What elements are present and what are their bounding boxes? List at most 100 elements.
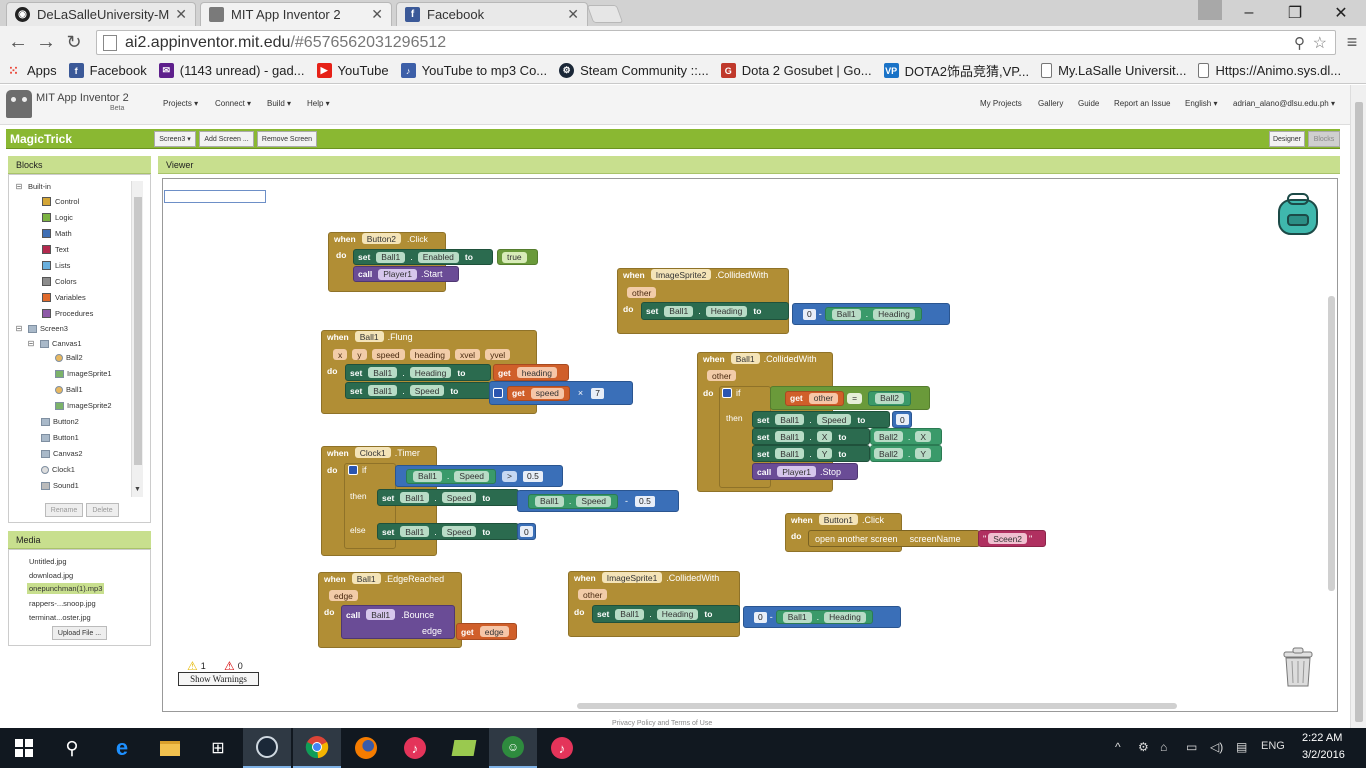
block-math-compare[interactable]: Ball1 . Speed > 0.5 <box>395 465 563 487</box>
component-dropdown[interactable]: Ball1 <box>664 305 694 317</box>
mutator-icon[interactable] <box>348 465 358 475</box>
block-get-ball2-y[interactable]: Ball2 . Y <box>870 445 942 462</box>
collapse-icon[interactable]: ⊟ <box>15 324 23 333</box>
component-dropdown[interactable]: Ball1 <box>354 331 384 342</box>
block-call-start[interactable]: call Player1 .Start <box>353 266 459 282</box>
tree-clock1[interactable]: Clock1 <box>41 465 75 474</box>
component-dropdown[interactable]: Button1 <box>818 514 859 525</box>
store-icon[interactable]: ⊞ <box>211 740 225 757</box>
param-pill[interactable]: yvel <box>485 349 511 360</box>
property-dropdown[interactable]: Y <box>915 448 932 459</box>
block-number[interactable]: 0 <box>517 523 536 540</box>
component-dropdown[interactable]: Ball1 <box>775 448 805 459</box>
block-set-speed[interactable]: set Ball1 . Speed to <box>377 489 519 506</box>
param-pill[interactable]: xvel <box>454 349 481 360</box>
mutator-icon[interactable] <box>493 388 503 398</box>
block-open-another-screen[interactable]: open another screen screenName <box>808 530 980 547</box>
component-dropdown[interactable]: Player1 <box>378 268 418 280</box>
block-math-subtract[interactable]: 0 - Ball1 . Heading <box>792 303 950 325</box>
block-logic-true[interactable]: true <box>497 249 538 265</box>
remove-screen-button[interactable]: Remove Screen <box>257 131 317 147</box>
block-set-heading[interactable]: set Ball1 . Heading to <box>592 605 740 623</box>
component-dropdown[interactable]: ImageSprite1 <box>601 572 663 583</box>
param-pill[interactable]: other <box>627 287 657 298</box>
property-dropdown[interactable]: Speed <box>409 385 445 396</box>
tab-github[interactable]: ◉ DeLaSalleUniversity-Manil ✕ <box>6 2 196 26</box>
variable-dropdown[interactable]: other <box>808 392 839 404</box>
show-hidden-icons[interactable]: ^ <box>1115 740 1121 754</box>
network-icon[interactable]: ⌂ <box>1160 740 1168 754</box>
mutator-icon[interactable] <box>722 388 732 398</box>
tree-ball1[interactable]: Ball1 <box>55 385 83 394</box>
property-dropdown[interactable]: Speed <box>441 492 477 503</box>
property-dropdown[interactable]: X <box>915 431 932 442</box>
warning-indicator[interactable]: ⚠ 1 <box>187 659 206 673</box>
block-set-heading[interactable]: set Ball1 . Heading to <box>641 302 789 320</box>
component-dropdown[interactable]: Ball2 <box>875 392 904 404</box>
block-set-speed[interactable]: set Ball1 . Speed to <box>752 411 890 428</box>
property-dropdown[interactable]: Heading <box>873 308 915 320</box>
tree-screen3[interactable]: ⊟Screen3 <box>15 324 68 333</box>
tab-facebook[interactable]: f Facebook ✕ <box>396 2 588 26</box>
param-pill[interactable]: other <box>578 589 608 600</box>
number-field[interactable]: 0 <box>896 414 909 425</box>
component-dropdown[interactable]: Ball2 <box>874 448 903 459</box>
forward-icon[interactable]: → <box>36 30 56 53</box>
operator-dropdown[interactable]: > <box>502 470 517 482</box>
param-pill[interactable]: speed <box>371 349 405 360</box>
tree-button2[interactable]: Button2 <box>41 417 79 426</box>
collapse-icon[interactable]: ⊟ <box>27 339 35 348</box>
block-get-heading[interactable]: Ball1 . Heading <box>824 307 922 321</box>
collapse-icon[interactable]: ⊟ <box>15 182 23 191</box>
menu-icon[interactable]: ≡ <box>1346 31 1358 52</box>
tree-builtin[interactable]: ⊟Built-in <box>15 182 51 191</box>
bookmark-facebook[interactable]: f Facebook <box>68 63 147 78</box>
blocks-button[interactable]: Blocks <box>1308 131 1340 147</box>
component-dropdown[interactable]: Button2 <box>361 233 402 244</box>
tree-imagesprite1[interactable]: ImageSprite1 <box>55 369 112 378</box>
media-file-selected[interactable]: onepunchman(1).mp3 <box>27 583 105 594</box>
tree-scrollbar[interactable]: ▼ <box>131 181 143 497</box>
tree-item-lists[interactable]: Lists <box>42 261 70 270</box>
component-dropdown[interactable]: Ball2 <box>874 431 903 442</box>
block-set-x[interactable]: set Ball1 . X to <box>752 428 870 445</box>
component-dropdown[interactable]: Ball1 <box>775 431 805 442</box>
tree-canvas1[interactable]: ⊟Canvas1 <box>27 339 82 348</box>
tree-canvas2[interactable]: Canvas2 <box>41 449 83 458</box>
bookmark-gosubet[interactable]: G Dota 2 Gosubet | Go... <box>720 63 872 78</box>
new-tab-button[interactable] <box>586 5 624 23</box>
volume-icon[interactable]: ◁) <box>1210 740 1224 754</box>
menu-connect[interactable]: Connect ▾ <box>215 99 252 108</box>
tree-sound1[interactable]: Sound1 <box>41 481 79 490</box>
firefox-icon[interactable] <box>342 728 390 768</box>
media-file[interactable]: rappers-...snoop.jpg <box>29 599 96 608</box>
block-get-speed[interactable]: Ball1 . Speed <box>406 468 497 484</box>
number-field[interactable]: 0.5 <box>635 495 655 507</box>
workspace-search-input[interactable] <box>164 190 266 203</box>
block-call-stop[interactable]: call Player1 .Stop <box>752 463 858 480</box>
number-field[interactable]: 0.5 <box>522 470 543 482</box>
property-dropdown[interactable]: Speed <box>454 470 490 482</box>
block-set-speed[interactable]: set Ball1 . Speed to <box>377 523 519 540</box>
block-math-subtract[interactable]: Ball1 . Speed - 0.5 <box>517 490 679 512</box>
property-dropdown[interactable]: Heading <box>824 611 866 623</box>
tree-item-variables[interactable]: Variables <box>42 293 86 302</box>
logic-dropdown[interactable]: true <box>502 251 527 263</box>
property-dropdown[interactable]: Y <box>816 448 833 459</box>
component-dropdown[interactable]: Ball1 <box>368 385 398 396</box>
media-file[interactable]: Untitled.jpg <box>29 557 67 566</box>
component-dropdown[interactable]: Ball1 <box>782 611 812 623</box>
delete-button[interactable]: Delete <box>86 503 119 517</box>
scroll-down-icon[interactable]: ▼ <box>134 486 141 493</box>
backpack-icon[interactable] <box>1276 191 1320 235</box>
property-dropdown[interactable]: Heading <box>656 608 699 620</box>
param-pill[interactable]: y <box>352 349 367 360</box>
component-dropdown[interactable]: Ball1 <box>775 414 805 425</box>
tree-item-math[interactable]: Math <box>42 229 72 238</box>
bookmark-youtube-mp3[interactable]: ♪ YouTube to mp3 Co... <box>400 63 547 78</box>
component-dropdown[interactable]: Ball1 <box>400 492 430 503</box>
block-get-heading[interactable]: get heading <box>493 364 569 381</box>
component-dropdown[interactable]: ImageSprite2 <box>650 269 712 280</box>
language-select[interactable]: English ▾ <box>1185 99 1218 108</box>
block-get-speed[interactable]: get speed <box>507 385 570 401</box>
